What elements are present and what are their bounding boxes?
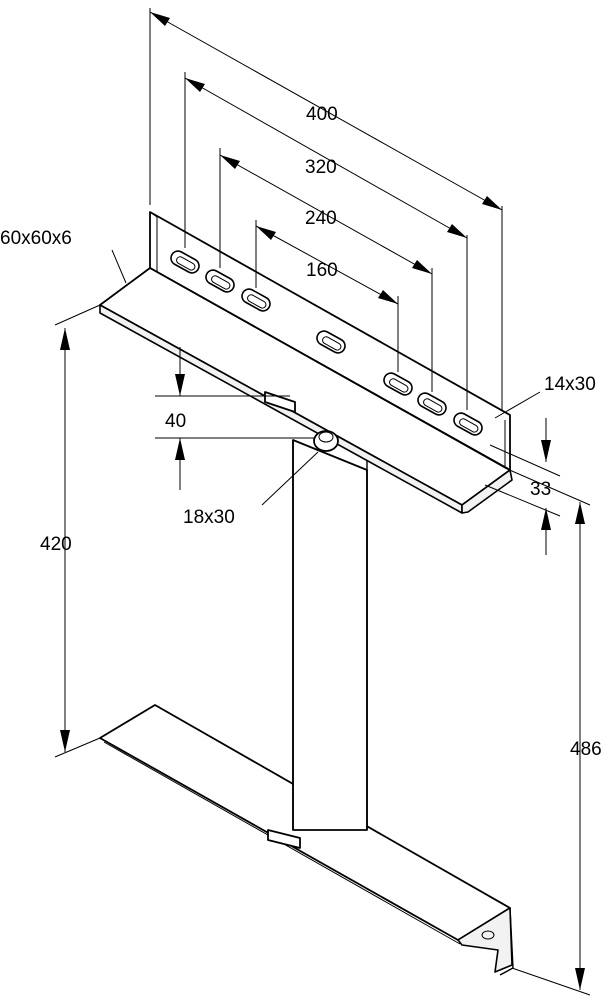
label-pin-slot: 18x30 <box>183 507 235 528</box>
bracket-slots <box>170 250 483 436</box>
slot-7 <box>453 412 483 436</box>
dimension-40 <box>155 347 315 490</box>
label-height-486: 486 <box>570 739 602 760</box>
dimension-320 <box>184 72 468 410</box>
vertical-post <box>292 439 368 831</box>
dimension-pin-slot <box>261 451 319 506</box>
slot-5 <box>383 372 413 396</box>
label-offset-40: 40 <box>165 411 186 432</box>
dimension-160 <box>255 220 399 372</box>
slot-2 <box>205 269 235 293</box>
slot-3 <box>241 288 271 312</box>
label-320: 320 <box>305 157 337 178</box>
dimension-33 <box>484 418 561 555</box>
slot-4 <box>316 330 346 354</box>
dimension-slot-size <box>494 391 541 419</box>
label-400: 400 <box>306 104 338 125</box>
dimension-240 <box>219 148 433 392</box>
label-160: 160 <box>306 260 338 281</box>
dimension-420 <box>54 304 101 758</box>
dimension-400 <box>149 8 503 410</box>
label-240: 240 <box>305 208 337 229</box>
label-height-33: 33 <box>530 479 551 500</box>
label-angle-profile: 60x60x6 <box>0 228 72 249</box>
slot-1 <box>170 250 200 274</box>
dimension-486 <box>504 467 591 996</box>
label-height-420: 420 <box>40 534 72 555</box>
slot-6 <box>417 392 447 416</box>
dimension-angle-profile <box>111 249 127 284</box>
label-slot-size: 14x30 <box>544 374 596 395</box>
